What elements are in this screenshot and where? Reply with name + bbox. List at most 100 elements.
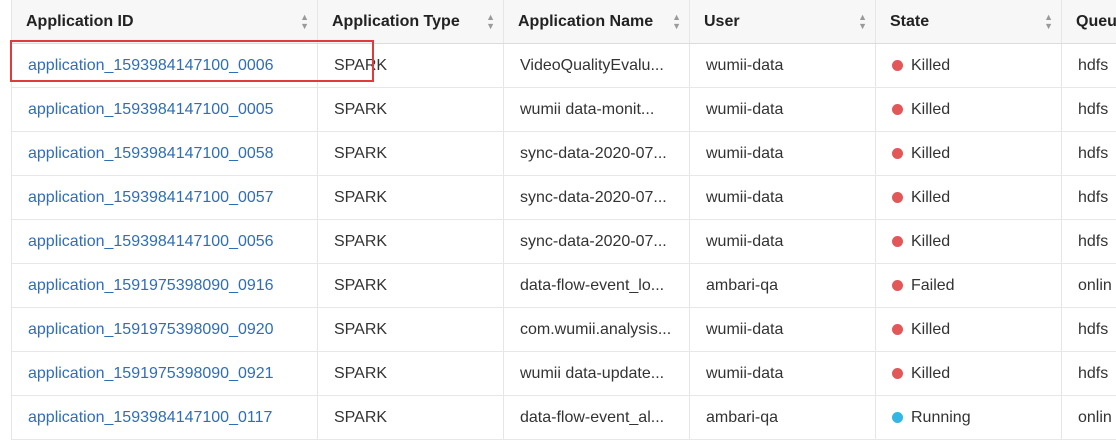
queue-name: hdfs (1078, 188, 1109, 206)
cell-state: Killed (876, 88, 1062, 131)
cell-queue: hdfs (1062, 88, 1116, 131)
table-row: application_1593984147100_0056 SPARK syn… (12, 220, 1116, 264)
cell-application-id: application_1593984147100_0006 (12, 44, 318, 87)
table-header: Application ID ▲▼ Application Type ▲▼ Ap… (12, 0, 1116, 44)
queue-name: onlin (1078, 408, 1112, 426)
state-label: Killed (911, 188, 951, 206)
sort-icon[interactable]: ▲▼ (1044, 11, 1053, 31)
state-dot-icon (892, 412, 903, 423)
column-header-state[interactable]: State ▲▼ (876, 0, 1062, 43)
queue-name: hdfs (1078, 320, 1109, 338)
application-id-link[interactable]: application_1593984147100_0057 (28, 188, 274, 206)
cell-queue: onlin (1062, 396, 1116, 439)
application-id-link[interactable]: application_1593984147100_0058 (28, 144, 274, 162)
cell-state: Running (876, 396, 1062, 439)
application-id-link[interactable]: application_1591975398090_0920 (28, 320, 274, 338)
cell-application-name: sync-data-2020-07... (504, 220, 690, 263)
application-id-link[interactable]: application_1593984147100_0056 (28, 232, 274, 250)
cell-user: wumii-data (690, 352, 876, 395)
column-header-label: User (704, 12, 740, 30)
state-dot-icon (892, 368, 903, 379)
cell-state: Killed (876, 176, 1062, 219)
table-row: application_1593984147100_0058 SPARK syn… (12, 132, 1116, 176)
cell-user: wumii-data (690, 44, 876, 87)
table-row: application_1591975398090_0920 SPARK com… (12, 308, 1116, 352)
column-header-label: Application Type (332, 12, 460, 30)
table-row: application_1593984147100_0005 SPARK wum… (12, 88, 1116, 132)
sort-icon[interactable]: ▲▼ (300, 11, 309, 31)
cell-queue: hdfs (1062, 220, 1116, 263)
queue-name: hdfs (1078, 144, 1109, 162)
cell-queue: hdfs (1062, 132, 1116, 175)
state-label: Failed (911, 276, 955, 294)
application-id-link[interactable]: application_1591975398090_0921 (28, 364, 274, 382)
cell-state: Killed (876, 44, 1062, 87)
application-name: VideoQualityEvalu... (520, 56, 664, 74)
column-header-label: Application Name (518, 12, 654, 30)
cell-queue: hdfs (1062, 176, 1116, 219)
highlight-box (10, 40, 374, 82)
cell-application-type: SPARK (318, 308, 504, 351)
application-type: SPARK (334, 100, 388, 118)
state-label: Killed (911, 320, 951, 338)
cell-application-id: application_1593984147100_0117 (12, 396, 318, 439)
cell-application-id: application_1591975398090_0916 (12, 264, 318, 307)
application-name: sync-data-2020-07... (520, 144, 667, 162)
user-name: ambari-qa (706, 408, 779, 426)
application-name: com.wumii.analysis... (520, 320, 672, 338)
column-header-label: State (890, 12, 930, 30)
cell-application-id: application_1591975398090_0921 (12, 352, 318, 395)
column-header-application-name[interactable]: Application Name ▲▼ (504, 0, 690, 43)
cell-state: Killed (876, 132, 1062, 175)
cell-application-name: wumii data-monit... (504, 88, 690, 131)
state-label: Running (911, 408, 971, 426)
column-header-queue[interactable]: Queu (1062, 0, 1116, 43)
table-row: application_1591975398090_0921 SPARK wum… (12, 352, 1116, 396)
cell-application-type: SPARK (318, 264, 504, 307)
sort-icon[interactable]: ▲▼ (486, 11, 495, 31)
application-type: SPARK (334, 188, 388, 206)
application-name: wumii data-monit... (520, 100, 655, 118)
application-type: SPARK (334, 144, 388, 162)
application-type: SPARK (334, 408, 388, 426)
application-id-link[interactable]: application_1593984147100_0117 (28, 408, 273, 426)
cell-user: ambari-qa (690, 264, 876, 307)
cell-application-type: SPARK (318, 132, 504, 175)
application-name: sync-data-2020-07... (520, 232, 667, 250)
column-header-label: Application ID (26, 12, 134, 30)
column-header-application-id[interactable]: Application ID ▲▼ (12, 0, 318, 43)
application-id-link[interactable]: application_1593984147100_0006 (28, 56, 274, 74)
state-dot-icon (892, 324, 903, 335)
cell-user: ambari-qa (690, 396, 876, 439)
column-header-application-type[interactable]: Application Type ▲▼ (318, 0, 504, 43)
application-type: SPARK (334, 320, 388, 338)
cell-application-name: sync-data-2020-07... (504, 132, 690, 175)
cell-queue: onlin (1062, 264, 1116, 307)
cell-application-name: sync-data-2020-07... (504, 176, 690, 219)
application-name: data-flow-event_al... (520, 408, 665, 426)
state-dot-icon (892, 236, 903, 247)
cell-application-type: SPARK (318, 88, 504, 131)
application-type: SPARK (334, 276, 388, 294)
queue-name: hdfs (1078, 364, 1109, 382)
cell-application-id: application_1593984147100_0058 (12, 132, 318, 175)
cell-application-type: SPARK (318, 220, 504, 263)
column-header-user[interactable]: User ▲▼ (690, 0, 876, 43)
queue-name: hdfs (1078, 232, 1109, 250)
cell-user: wumii-data (690, 176, 876, 219)
state-dot-icon (892, 148, 903, 159)
application-id-link[interactable]: application_1591975398090_0916 (28, 276, 274, 294)
user-name: wumii-data (706, 56, 784, 74)
column-header-label: Queu (1076, 12, 1116, 30)
cell-queue: hdfs (1062, 352, 1116, 395)
sort-icon[interactable]: ▲▼ (672, 11, 681, 31)
application-type: SPARK (334, 364, 388, 382)
sort-icon[interactable]: ▲▼ (858, 11, 867, 31)
table-row: application_1591975398090_0916 SPARK dat… (12, 264, 1116, 308)
state-label: Killed (911, 364, 951, 382)
cell-state: Killed (876, 308, 1062, 351)
user-name: wumii-data (706, 364, 784, 382)
state-dot-icon (892, 60, 903, 71)
application-id-link[interactable]: application_1593984147100_0005 (28, 100, 274, 118)
cell-state: Killed (876, 220, 1062, 263)
